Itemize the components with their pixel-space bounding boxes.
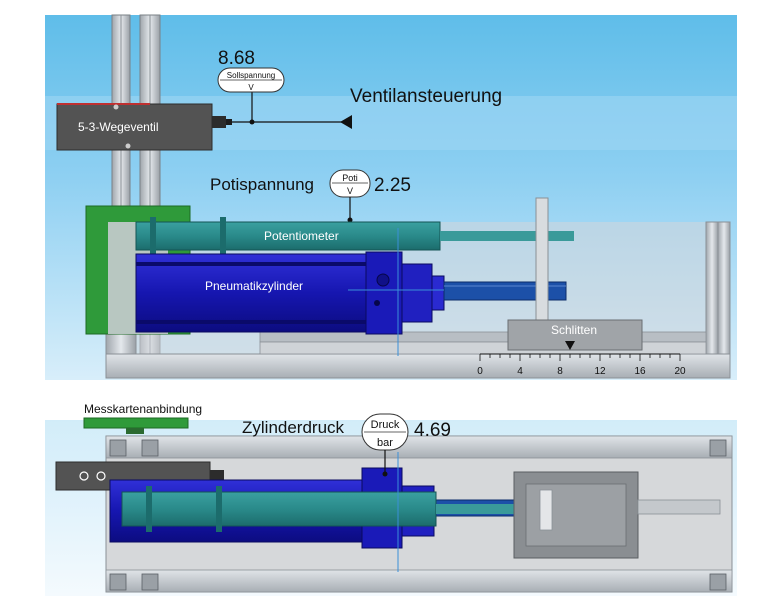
pressure-probe-dot [382, 471, 388, 477]
potentiometer-label: Potentiometer [264, 229, 339, 243]
pressure-unit: bar [377, 437, 393, 449]
carriage-mast [535, 197, 549, 321]
setpoint-probe-dot [249, 119, 255, 125]
side-view: 5-3-Wegeventil Ventilansteuerung 8.68 So… [45, 14, 737, 380]
setpoint-value: 8.68 [218, 48, 255, 69]
potentiometer-clamp-top [146, 486, 152, 532]
travel-scale: 0 4 8 12 16 20 [477, 353, 686, 377]
corner-brackets [109, 439, 727, 591]
corner-bracket [141, 439, 159, 457]
carriage-pointer [565, 341, 575, 350]
cylinder-body [135, 253, 367, 333]
valve-control-terminal [340, 115, 352, 129]
scale-tick-label: 16 [634, 366, 646, 377]
poti-unit: V [347, 186, 353, 196]
corner-bracket [709, 573, 727, 591]
potentiometer-clamp-top [216, 486, 222, 532]
pressure-label: Zylinderdruck [242, 418, 345, 437]
corner-bracket [109, 573, 127, 591]
valve-control-label: Ventilansteuerung [350, 86, 502, 107]
potentiometer-clamp [150, 217, 156, 255]
carriage-block [507, 319, 643, 351]
end-post-right-a [705, 221, 719, 357]
poti-value: 2.25 [374, 175, 411, 196]
poti-label: Potispannung [210, 175, 314, 194]
end-post-right-b [717, 221, 731, 357]
valve-label: 5-3-Wegeventil [78, 120, 158, 134]
pressure-value: 4.69 [414, 420, 451, 441]
card-connection-label: Messkartenanbindung [84, 402, 202, 416]
scale-tick-label: 4 [517, 366, 523, 377]
corner-bracket [709, 439, 727, 457]
valve-port [79, 471, 89, 481]
cylinder-port [376, 273, 390, 287]
cylinder-end-cap [365, 251, 403, 335]
corner-bracket [109, 439, 127, 457]
pressure-name: Druck [371, 419, 400, 431]
potentiometer-clamp [220, 217, 226, 255]
top-view: Messkartenanbindung Zylinderdruck Druck … [45, 402, 737, 596]
scale-tick-label: 0 [477, 366, 483, 377]
valve-screw [125, 143, 131, 149]
setpoint-unit: V [248, 83, 254, 92]
cylinder-tie-rod [136, 320, 366, 324]
valve-connector-top [210, 470, 224, 482]
cylinder-label: Pneumatikzylinder [205, 279, 303, 293]
poti-name: Poti [342, 173, 358, 183]
frame-rail-bottom [105, 569, 733, 593]
potentiometer-rod [440, 231, 574, 241]
valve-port [96, 471, 106, 481]
cylinder-port [374, 300, 380, 306]
potentiometer-body-top [121, 491, 437, 527]
valve-connector [212, 116, 226, 128]
cylinder-nose [401, 263, 433, 323]
potentiometer-rod-top [436, 504, 572, 514]
setpoint-name: Sollspannung [227, 71, 275, 80]
poti-probe-dot [347, 217, 353, 223]
scale-tick-label: 20 [674, 366, 686, 377]
guide-rod-top [637, 499, 721, 515]
valve-connector-tip [226, 119, 232, 125]
carriage-mast-top [539, 489, 553, 531]
carriage-label: Schlitten [551, 323, 597, 337]
frame-rail-top [105, 435, 733, 459]
scale-tick-label: 12 [594, 366, 606, 377]
base-rail [105, 353, 731, 379]
corner-bracket [141, 573, 159, 591]
scale-tick-label: 8 [557, 366, 563, 377]
cylinder-nose-tip [431, 275, 445, 311]
cylinder-tie-rod [136, 262, 366, 266]
card-connection-connector [126, 428, 144, 434]
valve-screw [113, 104, 119, 110]
card-connection-board [83, 417, 189, 429]
